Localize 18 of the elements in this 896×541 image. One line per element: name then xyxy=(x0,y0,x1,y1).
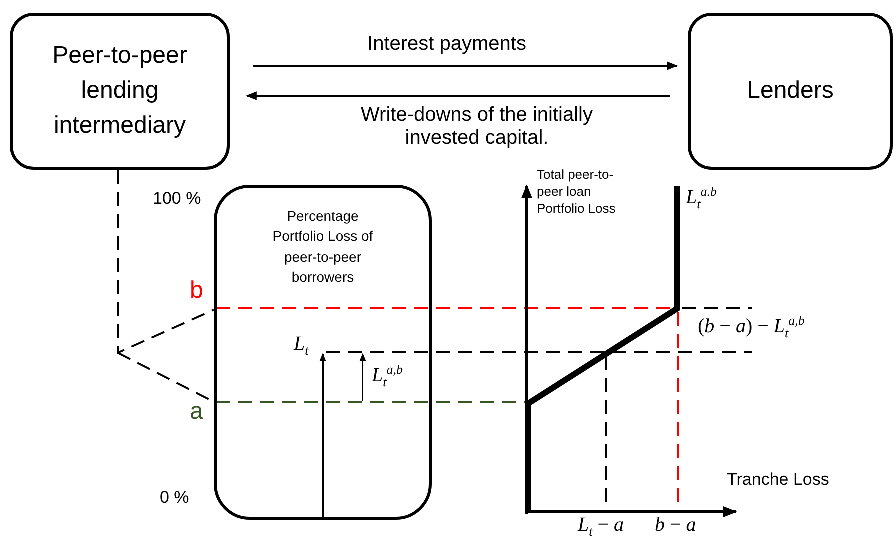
math-label: b − a xyxy=(655,514,696,536)
axis-label: Tranche Loss xyxy=(727,470,830,490)
dashed-connector xyxy=(117,169,215,403)
math-label: L$_{t}$ − a xyxy=(578,514,624,540)
node-label: Percentage Portfolio Loss of peer-to-peer borrowers xyxy=(272,207,374,287)
axis-tick-label: 100 % xyxy=(153,189,202,209)
level-label: a xyxy=(190,398,204,426)
axis-label: Total peer-to-peer loan Portfolio Loss xyxy=(537,166,617,217)
process-box xyxy=(10,13,230,170)
arrow xyxy=(253,62,678,70)
math-label: L$_{t}$ xyxy=(294,333,309,358)
node-label: Lenders xyxy=(747,76,834,106)
process-box xyxy=(688,13,893,170)
level-label: b xyxy=(190,277,204,305)
node-label: Peer-to-peer lending intermediary xyxy=(52,41,188,141)
axis-tick-label: 0 % xyxy=(160,488,190,508)
arrow xyxy=(246,92,670,100)
loss-box xyxy=(214,185,432,520)
